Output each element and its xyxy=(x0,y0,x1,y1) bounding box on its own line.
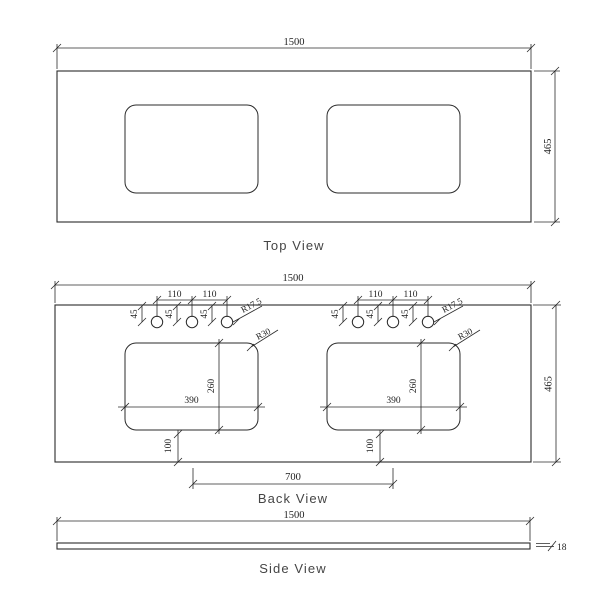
corner-radius-leader-right xyxy=(448,329,481,352)
thickness-callout-lines xyxy=(536,540,557,552)
back-view-sink-cutout-right xyxy=(326,342,461,431)
faucet-offset-text-r3: 45 xyxy=(400,309,410,319)
faucet-offset-text-l2: 45 xyxy=(164,309,174,319)
faucet-hole-right-1 xyxy=(351,315,365,329)
cutout-bottom-offset-text-right: 100 xyxy=(366,439,376,454)
top-view-width-dimension-text: 1500 xyxy=(284,37,305,48)
faucet-spacing-text-left-2: 110 xyxy=(203,290,217,300)
faucet-offset-dimension-l3 xyxy=(207,301,217,327)
back-view-depth-dimension-lines xyxy=(533,300,561,467)
faucet-offset-dimension-l2 xyxy=(172,301,182,327)
faucet-spacing-dimension-right xyxy=(353,295,433,317)
back-view-width-dimension-lines xyxy=(50,280,536,303)
faucet-spacing-dimension-left xyxy=(152,295,232,317)
top-view-width-dimension-lines xyxy=(52,43,536,69)
side-view-width-dimension-text: 1500 xyxy=(284,510,305,521)
top-view-depth-dimension-lines xyxy=(534,66,560,227)
cutout-width-dimension-right xyxy=(320,402,467,412)
cutout-width-text-left: 390 xyxy=(184,396,199,406)
cutout-width-text-right: 390 xyxy=(386,396,401,406)
bowl-distance-text: 700 xyxy=(285,472,301,483)
faucet-offset-dimension-l1 xyxy=(137,301,147,327)
top-view: 1500 465 Top View xyxy=(52,37,560,253)
faucet-hole-left-1 xyxy=(150,315,164,329)
faucet-spacing-text-right-1: 110 xyxy=(369,290,383,300)
hole-radius-leader-right xyxy=(433,305,464,326)
cutout-bottom-offset-dimension-left xyxy=(173,429,183,467)
back-view-depth-dimension-text: 465 xyxy=(544,376,555,392)
cutout-bottom-offset-text-left: 100 xyxy=(164,439,174,454)
faucet-spacing-text-right-2: 110 xyxy=(404,290,418,300)
bowl-distance-dimension xyxy=(188,468,398,489)
top-view-depth-dimension-text: 465 xyxy=(543,139,554,155)
cutout-depth-text-right: 260 xyxy=(409,379,419,394)
cutout-width-dimension-left xyxy=(118,402,265,412)
faucet-hole-right-2 xyxy=(386,315,400,329)
faucet-offset-text-r2: 45 xyxy=(365,309,375,319)
faucet-offset-text-l3: 45 xyxy=(199,309,209,319)
side-view-label: Side View xyxy=(259,561,326,576)
hole-radius-leader-left xyxy=(232,305,263,326)
corner-radius-leader-left xyxy=(246,329,279,352)
faucet-offset-text-l1: 45 xyxy=(129,309,139,319)
faucet-offset-text-r1: 45 xyxy=(330,309,340,319)
thickness-text: 18 xyxy=(557,543,567,553)
side-view: 1500 18 Side View xyxy=(52,510,567,576)
top-view-sink-cutout-left xyxy=(124,104,259,194)
side-view-benchtop-profile xyxy=(56,542,531,550)
back-view: 1500 110 110 110 110 45 45 45 45 45 45 xyxy=(50,273,561,506)
faucet-hole-right-3 xyxy=(421,315,435,329)
faucet-offset-dimension-r1 xyxy=(338,301,348,327)
faucet-spacing-text-left-1: 110 xyxy=(168,290,182,300)
cutout-depth-dimension-right xyxy=(416,338,426,435)
top-view-sink-cutout-right xyxy=(326,104,461,194)
back-view-width-dimension-text: 1500 xyxy=(283,273,304,284)
top-view-label: Top View xyxy=(263,238,324,253)
faucet-offset-dimension-r3 xyxy=(408,301,418,327)
faucet-offset-dimension-r2 xyxy=(373,301,383,327)
side-view-width-dimension-lines xyxy=(52,516,535,541)
faucet-hole-left-2 xyxy=(185,315,199,329)
back-view-label: Back View xyxy=(258,491,328,506)
cutout-depth-dimension-left xyxy=(214,338,224,435)
cutout-bottom-offset-dimension-right xyxy=(375,429,385,467)
back-view-sink-cutout-left xyxy=(124,342,259,431)
faucet-hole-left-3 xyxy=(220,315,234,329)
cutout-depth-text-left: 260 xyxy=(207,379,217,394)
